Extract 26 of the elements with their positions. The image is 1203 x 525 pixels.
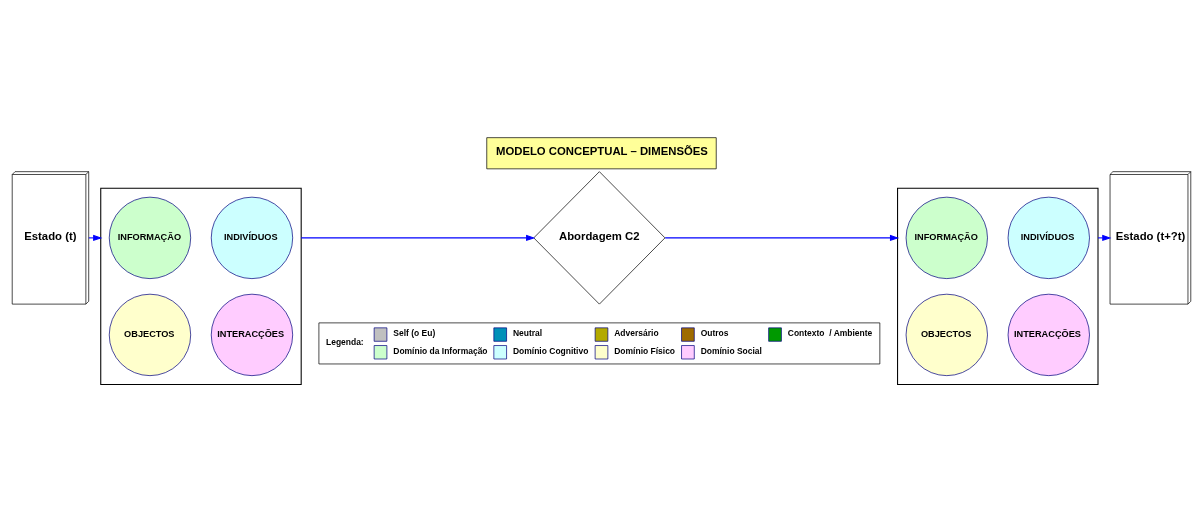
label: Legenda: [325,336,364,347]
legend-label: Outros [700,328,729,339]
node-circle: INDIVÍDUOS [1007,196,1090,279]
cluster [100,187,302,386]
node-circle: INFORMAÇÃO [905,196,988,279]
diagram-title: MODELO CONCEPTUAL – DIMENSÕES [495,145,708,158]
legend-label: Domínio Físico [614,345,676,356]
node-circle: OBJECTOS [905,293,988,376]
arrow [664,234,900,242]
legend-label: Domínio Cognitivo [512,345,589,356]
node-circle: INDIVÍDUOS [210,196,294,279]
legend-label: Contexto / Ambiente [787,328,873,339]
legend-label: Neutral [512,328,543,339]
arrow [1097,234,1112,242]
node-circle: INFORMAÇÃO [108,196,192,279]
node-circle: INTERACÇÕES [210,293,294,376]
legend-label: Domínio Social [700,345,762,356]
arrow [88,234,103,242]
legend-label: Domínio da Informação [393,345,488,356]
legend-label: Self (o Eu) [393,328,436,339]
legend-label: Adversário [614,328,659,339]
node-circle: OBJECTOS [108,293,192,376]
node-diamond: Abordagem C2 [533,171,666,305]
node-circle: INTERACÇÕES [1007,293,1090,376]
cluster [897,187,1099,386]
arrow [300,234,536,242]
